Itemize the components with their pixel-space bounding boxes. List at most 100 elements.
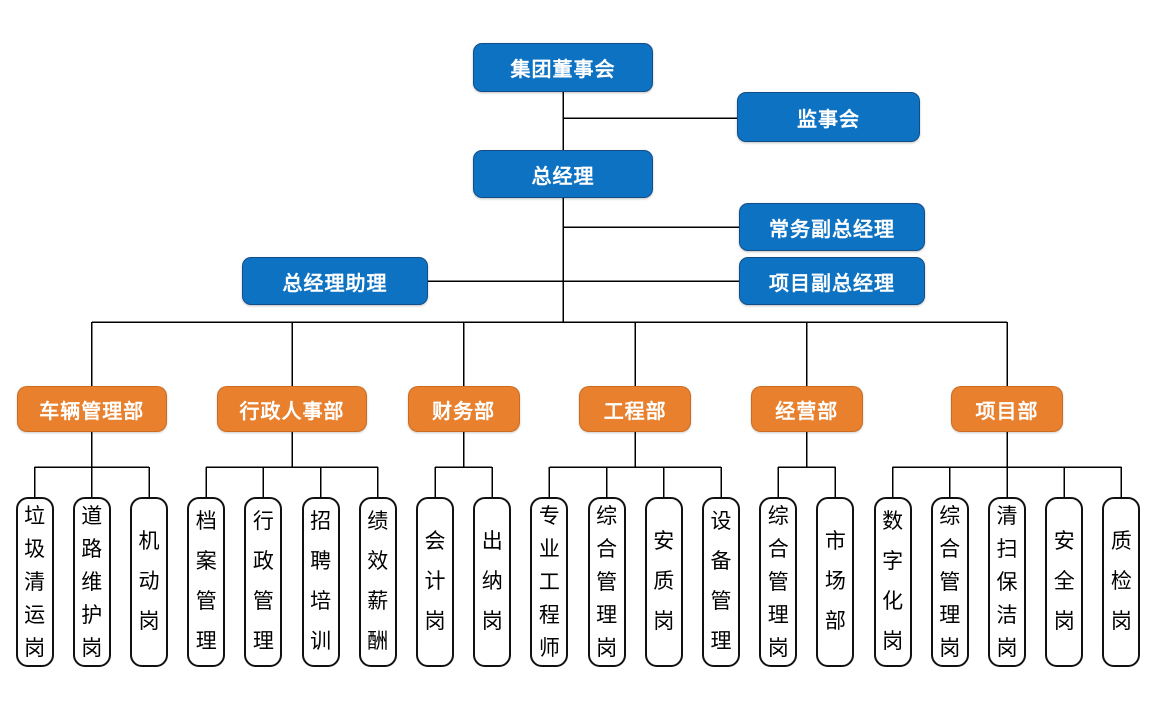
- position-label-char: 管: [596, 570, 618, 594]
- position-label-char: 案: [195, 550, 217, 573]
- position-label-char: 管: [195, 590, 217, 613]
- position-label-char: 专: [538, 504, 560, 528]
- position-node: 综合管理岗: [587, 497, 626, 667]
- department-node: 项目部: [951, 386, 1063, 432]
- position-label-char: 备: [710, 550, 732, 573]
- department-node: 车辆管理部: [16, 386, 167, 432]
- position-node: 安质岗: [644, 497, 683, 667]
- position-label-char: 档: [195, 510, 217, 533]
- position-label-char: 质: [653, 570, 675, 593]
- position-label-char: 行: [252, 510, 274, 533]
- position-label-char: 安: [1053, 530, 1075, 553]
- position-label-char: 清: [24, 570, 46, 594]
- position-label-char: 岗: [882, 630, 904, 653]
- position-node: 数字化岗: [873, 497, 912, 667]
- position-label-char: 岗: [81, 636, 103, 660]
- position-node: 机动岗: [130, 497, 168, 667]
- position-label-char: 合: [596, 537, 618, 561]
- position-label-char: 合: [767, 537, 789, 561]
- node-executive-deputy-gm: 常务副总经理: [739, 203, 925, 251]
- position-label-char: 岗: [767, 636, 789, 660]
- position-label-char: 师: [538, 636, 560, 660]
- position-label-char: 管: [252, 590, 274, 613]
- position-label-char: 程: [538, 603, 560, 627]
- position-label-char: 综: [767, 504, 789, 528]
- position-label-char: 纳: [481, 570, 503, 593]
- position-label-char: 理: [252, 630, 274, 653]
- position-node: 专业工程师: [530, 497, 569, 667]
- position-label-char: 效: [367, 550, 389, 573]
- position-label-char: 岗: [24, 636, 46, 660]
- position-label-char: 全: [1053, 570, 1075, 593]
- position-label-char: 招: [310, 510, 332, 533]
- position-label-char: 岗: [939, 636, 961, 660]
- position-label-char: 岗: [653, 610, 675, 633]
- position-label-char: 岗: [424, 610, 446, 633]
- position-label-char: 设: [710, 510, 732, 533]
- position-label-char: 综: [939, 504, 961, 528]
- position-label-char: 理: [939, 603, 961, 627]
- department-node: 财务部: [407, 386, 520, 432]
- position-node: 会计岗: [416, 497, 454, 667]
- position-label-char: 维: [81, 570, 103, 594]
- position-label-char: 安: [653, 530, 675, 553]
- position-node: 安全岗: [1045, 497, 1084, 667]
- position-label-char: 工: [538, 570, 560, 594]
- position-label-char: 保: [996, 570, 1018, 594]
- position-node: 质检岗: [1102, 497, 1141, 667]
- position-label-char: 培: [310, 590, 332, 613]
- position-node: 道路维护岗: [72, 497, 111, 667]
- position-label-char: 理: [195, 630, 217, 653]
- position-node: 绩效薪酬: [358, 497, 397, 667]
- position-node: 行政管理: [244, 497, 283, 667]
- position-label-char: 管: [939, 570, 961, 594]
- position-node: 垃圾清运岗: [15, 497, 54, 667]
- position-node: 清扫保洁岗: [988, 497, 1026, 667]
- position-node: 设备管理: [702, 497, 740, 667]
- position-label-char: 扫: [996, 537, 1018, 561]
- position-label-char: 业: [538, 537, 560, 561]
- position-label-char: 管: [710, 590, 732, 613]
- position-label-char: 管: [767, 570, 789, 594]
- position-label-char: 训: [310, 630, 332, 653]
- position-label-char: 市: [824, 530, 846, 553]
- position-label-char: 岗: [138, 610, 160, 633]
- position-label-char: 综: [596, 504, 618, 528]
- position-label-char: 理: [767, 603, 789, 627]
- position-node: 招聘培训: [301, 497, 340, 667]
- node-supervisory-board: 监事会: [737, 92, 920, 142]
- position-label-char: 运: [24, 603, 46, 627]
- position-label-char: 会: [424, 530, 446, 553]
- position-label-char: 政: [252, 550, 274, 573]
- position-label-char: 路: [81, 537, 103, 561]
- position-label-char: 理: [596, 603, 618, 627]
- position-label-char: 护: [81, 603, 103, 627]
- position-label-char: 出: [481, 530, 503, 553]
- position-label-char: 场: [824, 570, 846, 593]
- position-node: 综合管理岗: [930, 497, 969, 667]
- node-gm-assistant: 总经理助理: [242, 257, 428, 305]
- position-label-char: 清: [996, 504, 1018, 528]
- position-label-char: 计: [424, 570, 446, 593]
- position-label-char: 机: [138, 530, 160, 553]
- position-label-char: 聘: [310, 550, 332, 573]
- position-label-char: 圾: [24, 537, 46, 561]
- position-label-char: 岗: [996, 636, 1018, 660]
- position-label-char: 质: [1110, 530, 1132, 553]
- position-node: 市场部: [816, 497, 855, 667]
- position-label-char: 化: [882, 590, 904, 613]
- position-node: 档案管理: [187, 497, 226, 667]
- position-label-char: 酬: [367, 630, 389, 653]
- node-project-deputy-gm: 项目副总经理: [739, 257, 925, 305]
- position-label-char: 绩: [367, 510, 389, 533]
- position-label-char: 洁: [996, 603, 1018, 627]
- position-label-char: 理: [710, 630, 732, 653]
- position-label-char: 岗: [1053, 610, 1075, 633]
- position-label-char: 岗: [596, 636, 618, 660]
- position-label-char: 薪: [367, 590, 389, 613]
- position-node: 综合管理岗: [759, 497, 798, 667]
- node-group-board: 集团董事会: [473, 43, 653, 92]
- department-node: 工程部: [579, 386, 692, 432]
- position-label-char: 动: [138, 570, 160, 593]
